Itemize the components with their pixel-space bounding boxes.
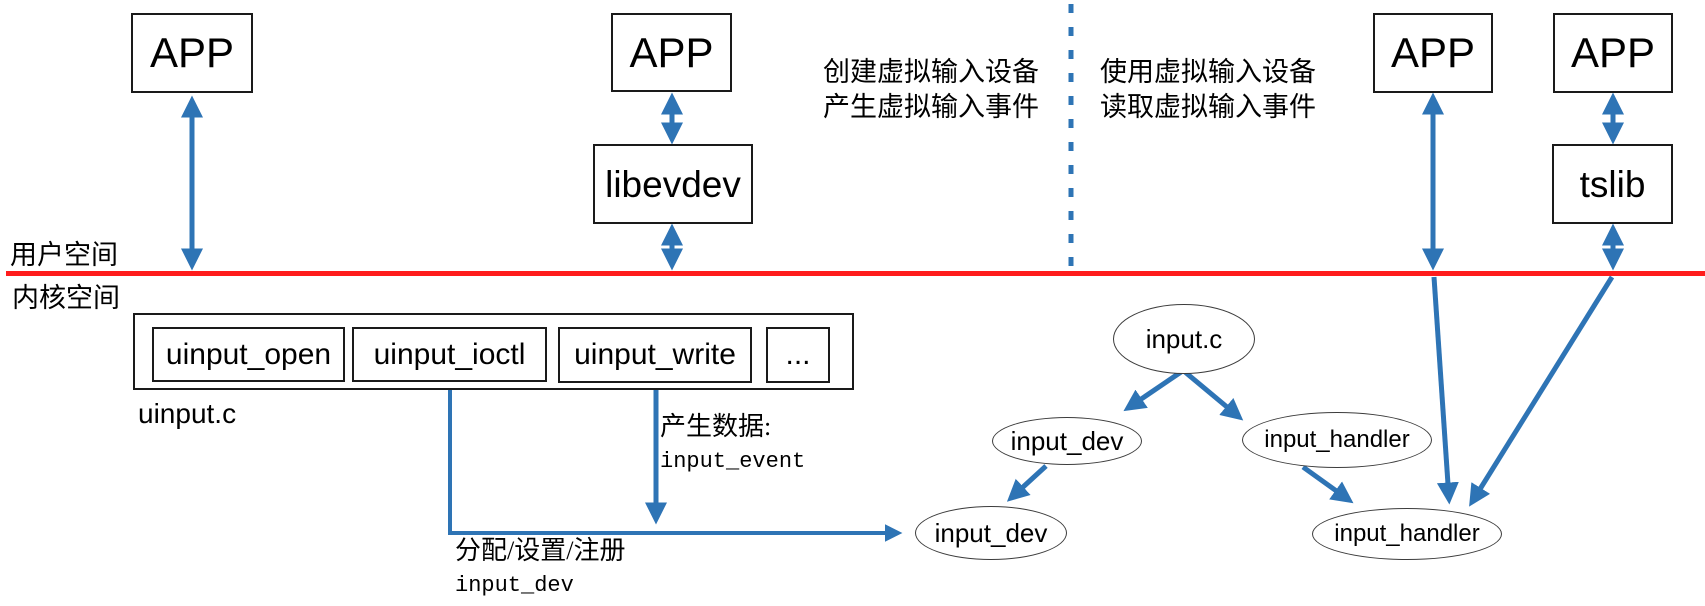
alloc-note-line2: input_dev [455,573,574,598]
ellipse-input-handler-lower: input_handler [1312,508,1502,560]
alloc-note: 分配/设置/注册 input_dev [455,538,625,597]
ellipse-input-c: input.c [1113,304,1255,374]
arrow-tslib-input-handler-lower [1469,275,1615,507]
uinput-open-box: uinput_open [152,327,345,382]
uinput-c-label: uinput.c [138,398,237,429]
app-box-2: APP [611,13,732,92]
produce-note: 产生数据: input_event [660,414,805,473]
use-note: 使用虚拟输入设备读取虚拟输入事件 [1100,55,1316,125]
create-note-line1: 创建虚拟输入设备 [823,57,1039,87]
uinput-module-box: uinput_open uinput_ioctl uinput_write ..… [133,313,854,390]
arrow-input-dev-upper-lower [1006,464,1048,502]
app-box-4: APP [1553,13,1673,93]
ellipse-input-handler-upper: input_handler [1242,412,1432,468]
arrow-input-c-input-handler [1183,370,1244,421]
libevdev-box: libevdev [593,144,753,224]
user-kernel-boundary-line [6,271,1705,276]
arrow-input-handler-upper-lower [1301,464,1354,504]
create-note: 创建虚拟输入设备产生虚拟输入事件 [823,55,1039,125]
kernel-space-label: 内核空间 [12,283,120,313]
app-box-1: APP [131,13,253,93]
uinput-write-box: uinput_write [558,327,752,383]
ellipse-input-dev-upper: input_dev [992,417,1142,465]
user-space-label: 用户空间 [10,240,118,270]
arrow-input-c-input-dev [1123,369,1183,412]
arrow-app3-input-handler-lower [1431,276,1459,505]
ellipse-input-dev-lower: input_dev [915,506,1067,560]
use-note-line1: 使用虚拟输入设备 [1100,57,1316,87]
create-note-line2: 产生虚拟输入事件 [823,92,1039,122]
uinput-ioctl-box: uinput_ioctl [352,327,547,382]
app-box-3: APP [1373,13,1493,93]
alloc-note-line1: 分配/设置/注册 [455,536,626,565]
use-note-line2: 读取虚拟输入事件 [1100,92,1316,122]
produce-note-line2: input_event [660,449,806,474]
tslib-box: tslib [1552,144,1673,224]
uinput-more-box: ... [766,327,830,383]
produce-note-line1: 产生数据: [660,412,772,441]
